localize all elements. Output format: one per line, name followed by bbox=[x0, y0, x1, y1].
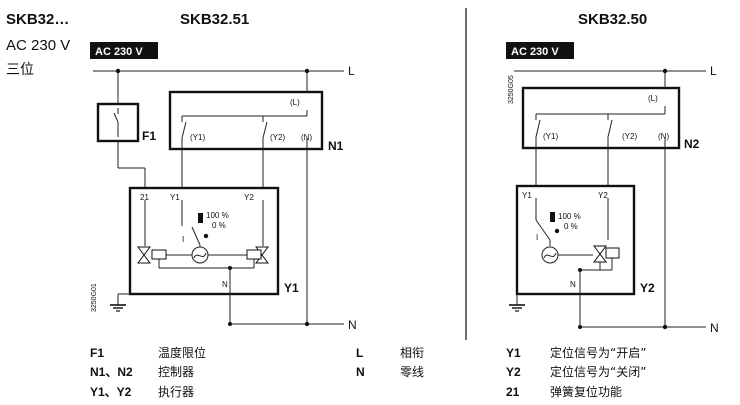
coil-icon bbox=[151, 249, 167, 260]
phase-label-right: L bbox=[710, 64, 717, 78]
position-indicator bbox=[198, 213, 203, 223]
legend-code: Y1、Y2 bbox=[90, 385, 132, 399]
right-diagram: AC 230 V 3250G05 L N N2 (L) (Y1) (Y2) (N… bbox=[506, 42, 719, 335]
ctrl-term-l: (L) bbox=[290, 98, 300, 107]
valve-icon-right bbox=[593, 245, 607, 263]
legend-code: Y1 bbox=[506, 346, 521, 360]
ctrl-term-y1: (Y1) bbox=[190, 133, 205, 142]
legend-code: N1、N2 bbox=[90, 365, 133, 379]
legend-desc: 弹簧复位功能 bbox=[550, 384, 622, 399]
phase-label-left: L bbox=[348, 64, 355, 78]
act-term-y1: Y1 bbox=[170, 193, 180, 202]
legend-code: Y2 bbox=[506, 365, 521, 379]
voltage-badge-left-label: AC 230 V bbox=[95, 46, 143, 58]
coil-icon-right bbox=[605, 247, 620, 259]
controller-n1 bbox=[168, 90, 324, 151]
ctrl-term-y2: (Y2) bbox=[270, 133, 285, 142]
ctrl-term-n: (N) bbox=[301, 133, 312, 142]
legend-desc: 零线 bbox=[400, 365, 424, 379]
legend: F1 温度限位 N1、N2 控制器 Y1、Y2 执行器 L 相衔 N 零线 Y1… bbox=[90, 345, 646, 399]
model-left: SKB32… bbox=[6, 11, 69, 28]
scale-0: 0 % bbox=[212, 221, 226, 230]
actuator-y1-label: Y1 bbox=[284, 281, 299, 295]
act-term-n: N bbox=[222, 280, 228, 289]
voltage-badge-left bbox=[90, 42, 158, 59]
legend-desc: 定位信号为“关闭” bbox=[550, 364, 646, 379]
legend-desc: 温度限位 bbox=[158, 345, 206, 360]
scale-100-right: 100 % bbox=[558, 212, 581, 221]
legend-desc: 执行器 bbox=[158, 385, 194, 399]
legend-code: F1 bbox=[90, 346, 104, 360]
voltage-badge-right bbox=[506, 42, 574, 59]
neutral-label-left: N bbox=[348, 318, 357, 332]
drawing-id-right: 3250G05 bbox=[508, 75, 515, 104]
legend-desc: 定位信号为“开启” bbox=[550, 345, 646, 360]
controller-n2 bbox=[521, 86, 681, 150]
ctrl-term-l-right: (L) bbox=[648, 94, 658, 103]
scale-100: 100 % bbox=[206, 211, 229, 220]
legend-desc: 控制器 bbox=[158, 365, 194, 379]
legend-code: L bbox=[356, 346, 363, 360]
junction-dot bbox=[115, 68, 121, 74]
ctrl-term-n-right: (N) bbox=[658, 132, 669, 141]
ctrl-term-y1-right: (Y1) bbox=[543, 132, 558, 141]
actuator-y2 bbox=[515, 184, 636, 296]
actuator-y2-label: Y2 bbox=[640, 281, 655, 295]
supply-voltage: AC 230 V bbox=[6, 37, 70, 54]
control-mode: 三位 bbox=[6, 62, 34, 78]
act-term-y2-right: Y2 bbox=[598, 191, 608, 200]
act-term-21: 21 bbox=[140, 193, 149, 202]
position-indicator-right bbox=[550, 212, 555, 222]
legend-code: N bbox=[356, 365, 365, 379]
act-term-y1-right: Y1 bbox=[522, 191, 532, 200]
switch-mark-right: I bbox=[536, 233, 538, 242]
controller-n2-label: N2 bbox=[684, 137, 700, 151]
left-diagram: AC 230 V L N F1 N1 (L) (Y1) (Y2) (N) bbox=[90, 42, 357, 332]
act-term-y2: Y2 bbox=[244, 193, 254, 202]
limiter-label: F1 bbox=[142, 129, 156, 143]
voltage-badge-right-label: AC 230 V bbox=[511, 46, 559, 58]
title-left: SKB32.51 bbox=[180, 11, 249, 28]
valve-icon bbox=[137, 246, 151, 264]
drawing-id-left: 3250G01 bbox=[91, 283, 98, 312]
ctrl-term-y2-right: (Y2) bbox=[622, 132, 637, 141]
scale-0-right: 0 % bbox=[564, 222, 578, 231]
act-term-n-right: N bbox=[570, 280, 576, 289]
controller-n1-label: N1 bbox=[328, 139, 344, 153]
title-right: SKB32.50 bbox=[578, 11, 647, 28]
neutral-label-right: N bbox=[710, 321, 719, 335]
coil-icon bbox=[246, 249, 262, 260]
actuator-y1 bbox=[128, 186, 280, 296]
switch-mark: I bbox=[182, 235, 184, 244]
legend-desc: 相衔 bbox=[400, 346, 424, 360]
legend-code: 21 bbox=[506, 385, 520, 399]
